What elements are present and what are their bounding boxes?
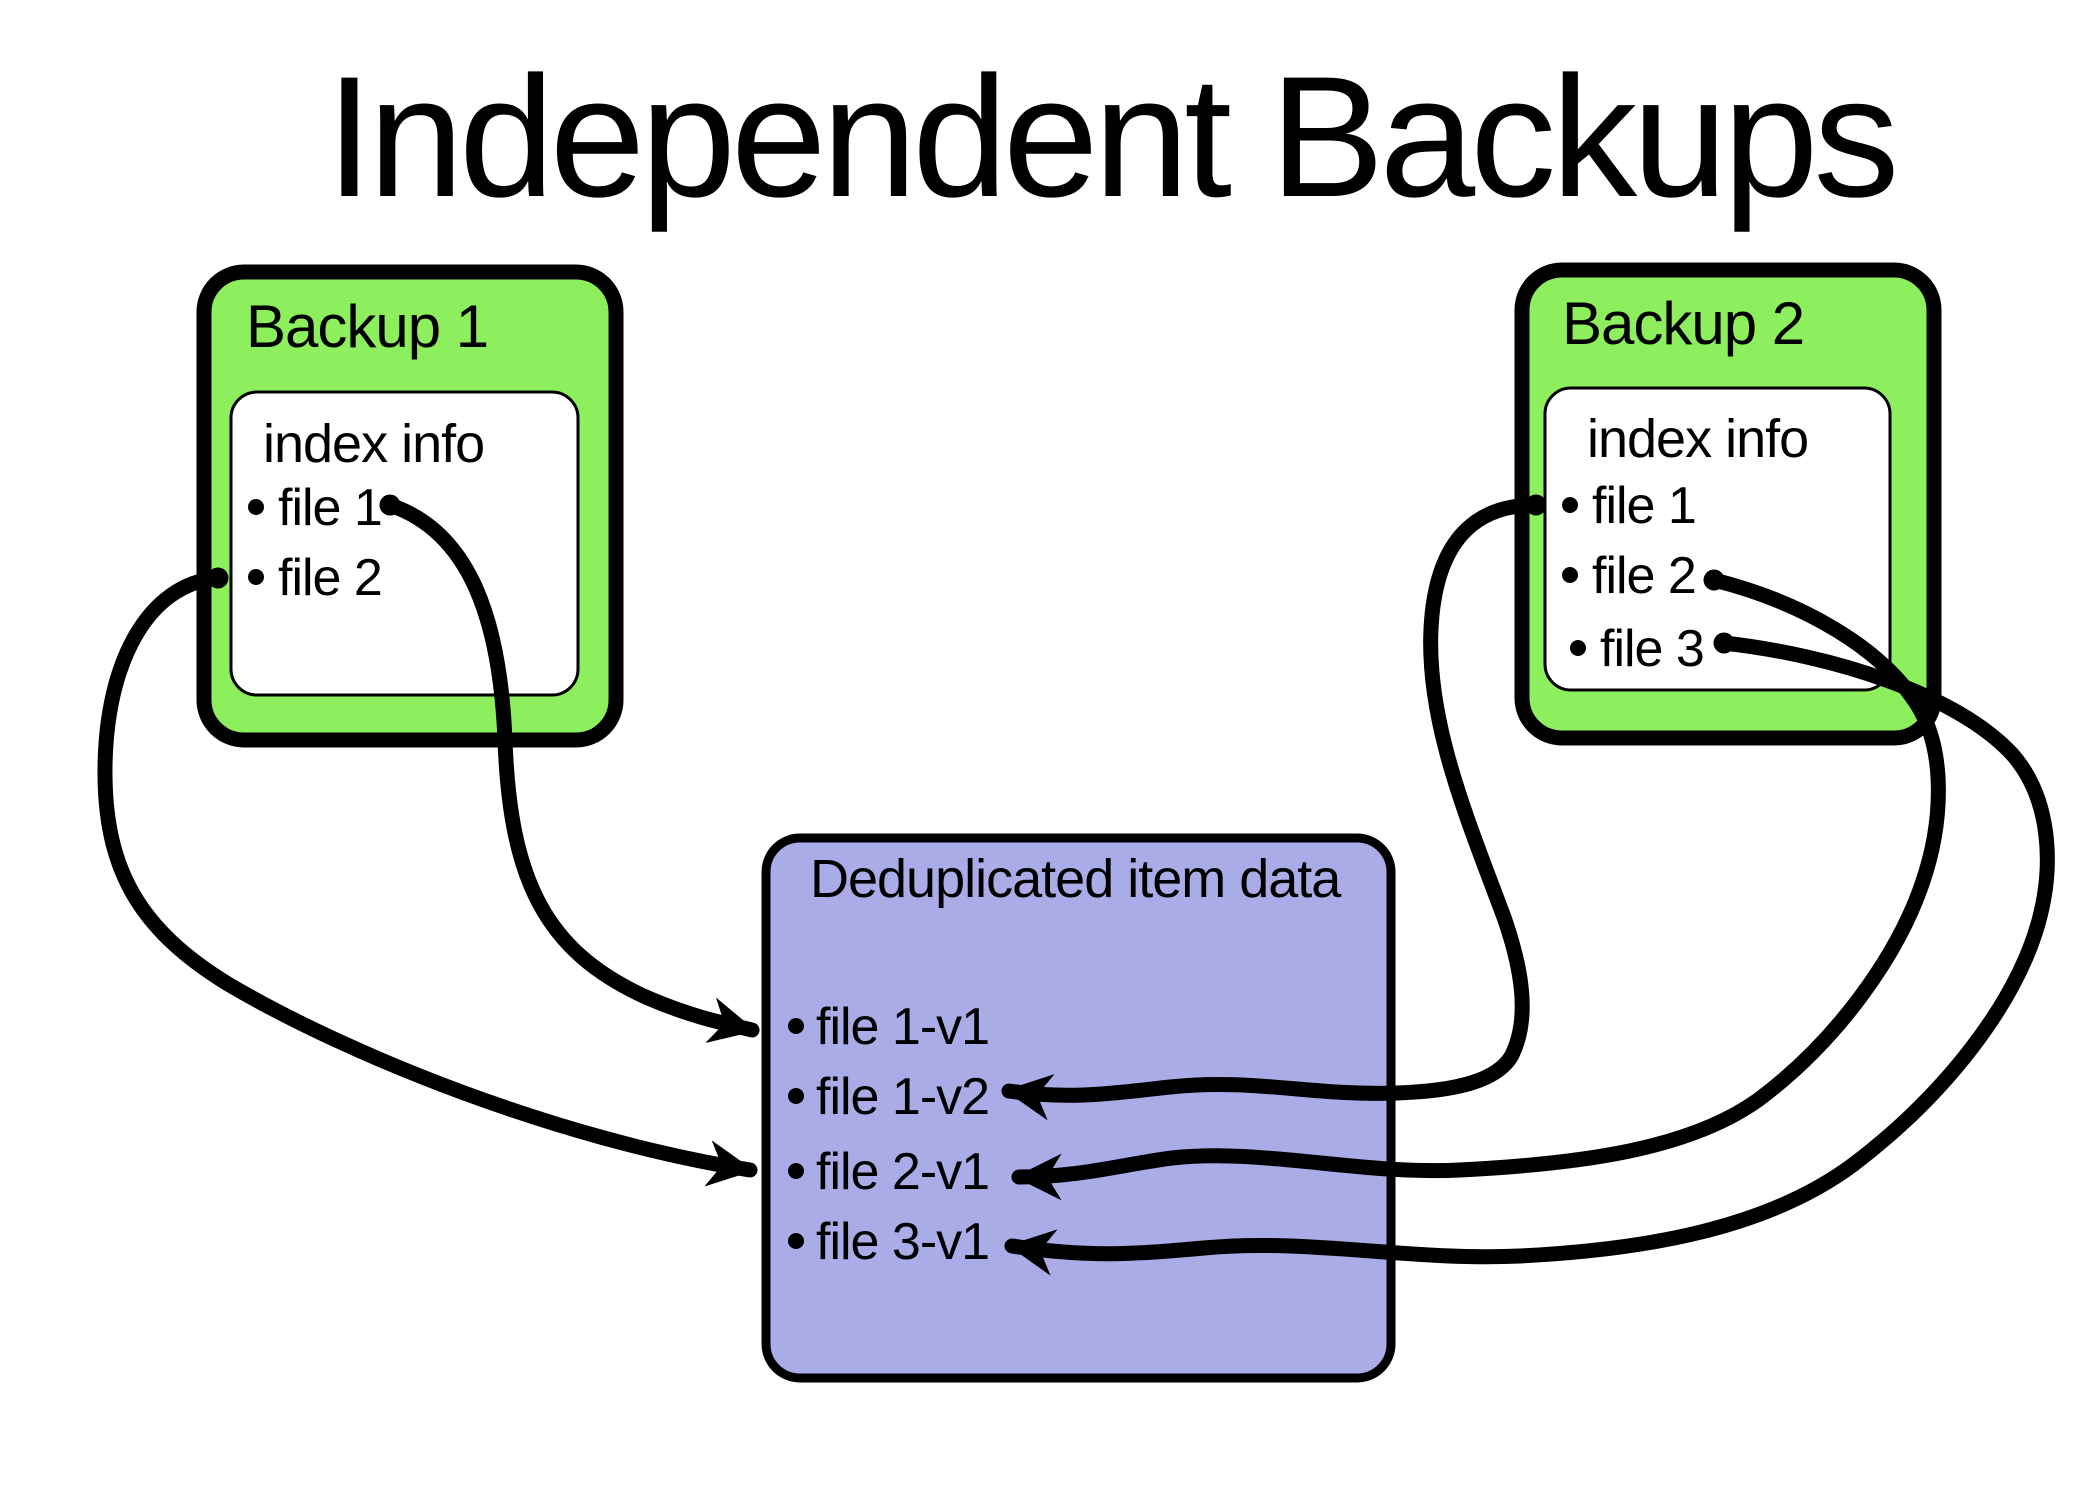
dedup-item-file3v1: file 3-v1 [816, 1213, 989, 1271]
backup2-file-2: file 2 [1592, 547, 1696, 605]
page-title: Independent Backups [326, 41, 1895, 233]
backup2-index-title: index info [1587, 409, 1808, 469]
dedup-group: Deduplicated item data file 1-v1 file 1-… [761, 833, 1396, 1383]
backup1-file-1: file 1 [278, 479, 382, 537]
bullet-icon [1562, 567, 1578, 583]
arrow-b2file2-to-file2v1 [1011, 572, 1946, 1201]
bullet-icon [1570, 640, 1586, 656]
arrow-b1file1-to-file1v1 [382, 497, 760, 1044]
bullet-icon [788, 1233, 804, 1249]
bullet-icon [1562, 497, 1578, 513]
arrows-group [97, 494, 2055, 1276]
arrow-b2file3-to-file3v1 [1004, 635, 2055, 1276]
bullet-icon [788, 1163, 804, 1179]
dedup-item-file1v2: file 1-v2 [816, 1068, 989, 1126]
backup1-title: Backup 1 [246, 293, 488, 360]
bullet-icon [788, 1018, 804, 1034]
backup2-file-3: file 3 [1600, 620, 1704, 678]
backup2-file-1: file 1 [1592, 477, 1696, 535]
bullet-icon [248, 499, 264, 515]
dedup-item-file1v1: file 1-v1 [816, 998, 989, 1056]
bullet-icon [788, 1088, 804, 1104]
arrow-b1file2-to-file2v1 [97, 570, 758, 1187]
dedup-title: Deduplicated item data [810, 849, 1342, 909]
arrow-b2file1-to-file1v2 [1001, 497, 1544, 1121]
dedup-item-file2v1: file 2-v1 [816, 1143, 989, 1201]
backup1-index-title: index info [263, 414, 484, 474]
bullet-icon [248, 569, 264, 585]
backup1-file-2: file 2 [278, 549, 382, 607]
backup2-title: Backup 2 [1562, 290, 1804, 357]
